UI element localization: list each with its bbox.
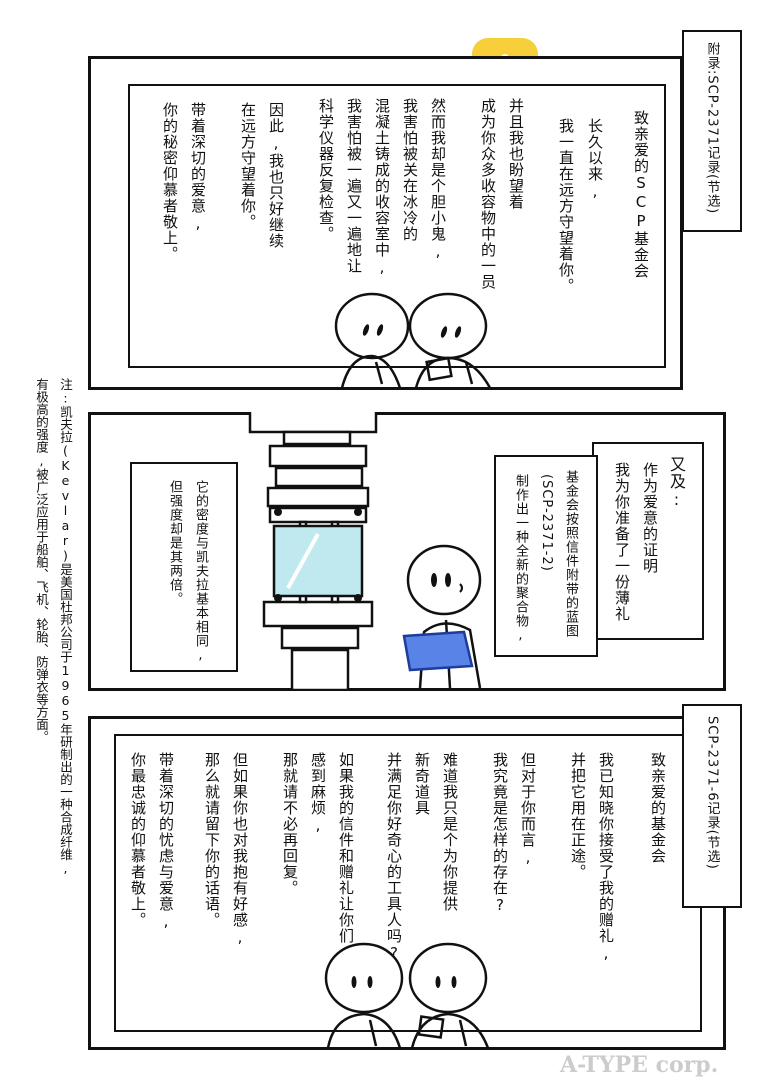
bubble-2-line-1: 基金会按照信件附带的蓝图 <box>563 470 578 638</box>
note-line-1: 注:凯夫拉(Kevlar)是美国杜邦公司于1965年研制出的一种合成纤维, <box>58 378 73 876</box>
letter-line-10: 科学仪器反复检查。 <box>317 98 335 242</box>
letter2-line-14: 带着深切的忧虑与爱意, <box>157 752 175 931</box>
letter2-line-5: 我究竟是怎样的存在? <box>491 752 509 915</box>
bubble-2-line-3: 制作出一种全新的聚合物, <box>513 474 528 644</box>
letter2-line-10: 感到麻烦, <box>309 752 327 835</box>
letter2-line-1: 致亲爱的基金会 <box>649 752 667 864</box>
letter-line-9: 我害怕被一遍又一遍地让 <box>345 98 363 274</box>
panel-3-letter-box <box>114 734 702 1032</box>
letter-line-14: 你的秘密仰慕者敬上。 <box>161 102 179 262</box>
letter-line-1: 致亲爱的SCP基金会 <box>632 110 650 279</box>
letter2-line-4: 但对于你而言, <box>519 752 537 867</box>
note-line-2: 有极高的强度,被广泛应用于船舶、飞机、轮胎、防弹衣等方面。 <box>34 378 49 743</box>
letter2-line-3: 并把它用在正途。 <box>569 752 587 880</box>
letter2-line-6: 难道我只是个为你提供 <box>441 752 459 912</box>
panel-3-title-box: SCP-2371-6记录(节选) <box>682 704 742 908</box>
letter-line-12: 在远方守望着你。 <box>239 102 257 230</box>
bubble-1-line-1: 又及: <box>667 456 686 510</box>
bubble-2-line-2: (SCP-2371-2) <box>539 474 554 572</box>
letter-line-11: 因此,我也只好继续 <box>267 102 285 249</box>
letter-line-6: 然而我却是个胆小鬼, <box>429 98 447 261</box>
bubble-2 <box>494 455 598 657</box>
footer-credit: A-TYPE corp. <box>560 1052 719 1078</box>
panel-1-characters <box>320 280 530 389</box>
bubble-1 <box>592 442 704 640</box>
bubble-3-line-1: 它的密度与凯夫拉基本相同, <box>193 480 208 664</box>
letter-line-3: 我一直在远方守望着你。 <box>557 118 575 294</box>
panel-3-title: SCP-2371-6记录(节选) <box>704 716 720 870</box>
letter2-line-8: 并满足你好奇心的工具人吗? <box>385 752 403 963</box>
letter2-line-2: 我已知晓你接受了我的赠礼, <box>597 752 615 963</box>
letter2-line-15: 你最忠诚的仰慕者敬上。 <box>129 752 147 928</box>
letter-line-13: 带着深切的爱意, <box>189 102 207 233</box>
letter-line-8: 混凝土铸成的收容室中, <box>373 98 391 277</box>
bubble-3-line-2: 但强度却是其两倍。 <box>167 480 182 606</box>
letter2-line-7: 新奇道具 <box>413 752 431 816</box>
letter2-line-12: 但如果你也对我抱有好感, <box>231 752 249 947</box>
panel-3-characters <box>320 936 520 1049</box>
letter2-line-11: 那就请不必再回复。 <box>281 752 299 896</box>
letter2-line-13: 那么就请留下你的话语。 <box>203 752 221 928</box>
letter-line-4: 并且我也盼望着 <box>507 98 525 210</box>
bubble-1-line-3: 我为你准备了一份薄礼 <box>613 462 631 622</box>
panel-1-title-box: 附录:SCP-2371记录(节选) <box>682 30 742 232</box>
letter-line-7: 我害怕被关在冰冷的 <box>401 98 419 242</box>
panel-2-character <box>400 540 500 689</box>
bubble-3 <box>130 462 238 672</box>
letter-line-2: 长久以来, <box>586 118 604 201</box>
letter2-line-9: 如果我的信件和赠礼让你们 <box>337 752 355 944</box>
panel-2-tower-art <box>248 408 380 692</box>
panel-1-title: 附录:SCP-2371记录(节选) <box>704 42 720 215</box>
letter-line-5: 成为你众多收容物中的一员 <box>479 98 497 290</box>
bubble-1-line-2: 作为爱意的证明 <box>641 462 659 574</box>
